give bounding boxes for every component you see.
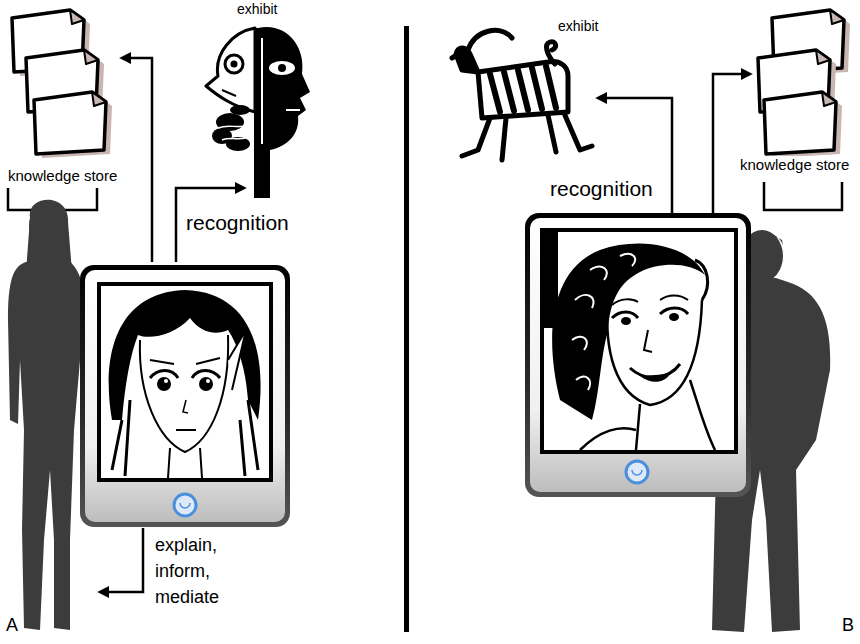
node-label: knowledge store [738, 156, 851, 173]
exhibit-artwork [547, 42, 556, 64]
screen-portrait [183, 400, 188, 413]
exhibit-artwork [254, 27, 310, 198]
tablet-device [80, 265, 290, 527]
screen-portrait [580, 428, 636, 450]
exhibit-artwork [490, 66, 556, 112]
person-silhouette [8, 200, 86, 630]
tablet-device [180, 503, 190, 508]
document-page [764, 92, 842, 158]
arrow [713, 74, 742, 213]
screen-portrait [176, 429, 196, 431]
screen-portrait [112, 400, 258, 476]
screen-portrait [206, 379, 210, 383]
exhibit-artwork [206, 28, 255, 112]
exhibit-artwork [222, 138, 246, 140]
screen-portrait [552, 244, 705, 420]
tablet-device [530, 218, 746, 492]
screen-portrait [695, 260, 708, 300]
exhibit-artwork [278, 64, 286, 72]
screen-portrait [640, 374, 670, 382]
tablet-device [540, 228, 738, 454]
arrow [108, 528, 143, 592]
screen-portrait [607, 300, 702, 405]
tablet-device [525, 213, 751, 497]
node-label: exhibit [235, 1, 279, 17]
exhibit: exhibit [448, 14, 608, 164]
knowledge-store: knowledge store [4, 4, 144, 214]
tablet-device [544, 232, 734, 450]
exhibit-artwork [468, 30, 512, 50]
exhibit-artwork [269, 61, 295, 75]
arrow-label: explain, inform, mediate [153, 532, 257, 610]
tablet-device [626, 461, 648, 483]
exhibit-artwork [286, 109, 300, 111]
screen-portrait [168, 448, 202, 478]
screen-portrait [109, 290, 261, 420]
node-label: knowledge store [6, 167, 119, 184]
exhibit-artwork [478, 62, 568, 118]
knowledge-store: knowledge store [734, 4, 856, 214]
screen-portrait [199, 377, 213, 391]
exhibit-artwork [452, 30, 592, 160]
exhibit-artwork [452, 52, 462, 58]
tablet-device [174, 494, 196, 516]
node-label: exhibit [556, 18, 600, 34]
tablet-device [525, 213, 751, 497]
exhibit-artwork [206, 27, 310, 198]
screen-portrait [644, 330, 652, 352]
screen-portrait [636, 380, 715, 450]
tablet-device [80, 265, 290, 527]
screen-portrait [572, 254, 635, 390]
tablet-device [632, 470, 642, 475]
screen-portrait [109, 290, 261, 478]
screen-portrait [669, 313, 679, 321]
screen-portrait [164, 379, 168, 383]
exhibit-artwork [222, 90, 236, 96]
screen-portrait [157, 377, 171, 391]
panel-letter: B [840, 615, 856, 636]
screen-portrait [140, 335, 228, 452]
tablet-device [85, 270, 285, 522]
tablet-device [97, 282, 273, 482]
exhibit-artwork [225, 55, 243, 73]
panel-letter: A [4, 615, 20, 636]
arrow [108, 58, 236, 592]
tablet-device [101, 286, 269, 478]
screen-portrait [150, 371, 220, 379]
screen-portrait [612, 296, 688, 306]
exhibit-artwork [218, 126, 244, 128]
screen-portrait [621, 317, 631, 325]
arrow-label: recognition [184, 211, 291, 235]
document-page [34, 92, 112, 158]
exhibit-artwork [230, 105, 250, 115]
divider-line [404, 26, 409, 632]
exhibit-artwork [261, 38, 263, 144]
screen-portrait [228, 330, 246, 390]
document-stack [758, 10, 850, 210]
exhibit-artwork [231, 61, 238, 68]
arrow-label: recognition [548, 177, 655, 201]
arrow [130, 58, 152, 262]
exhibit-artwork [462, 113, 592, 160]
person-silhouette [8, 258, 86, 630]
screen-portrait [544, 232, 715, 450]
bracket [764, 182, 842, 210]
screen-portrait [150, 358, 220, 364]
exhibit: exhibit [205, 1, 317, 207]
